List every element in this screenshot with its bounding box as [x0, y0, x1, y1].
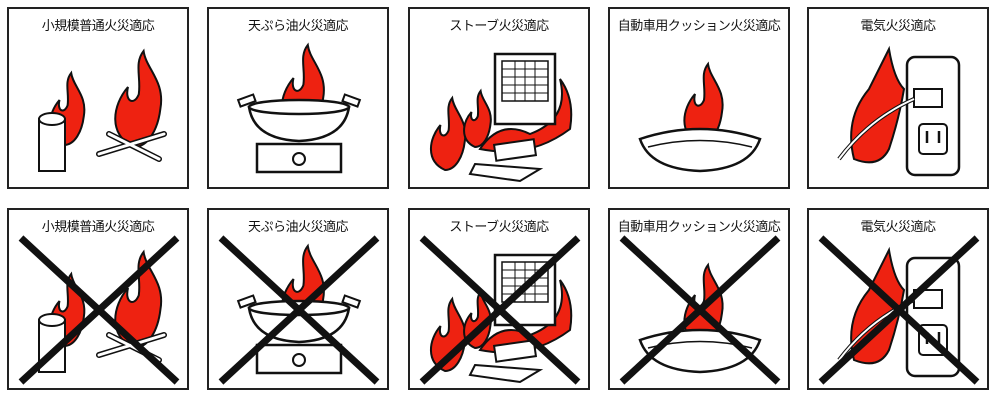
electric-fire-icon — [837, 45, 961, 177]
cushion-fire-icon — [619, 235, 781, 385]
fire-icon-cushion-not-suitable: 自動車用クッション火災適応 — [608, 208, 790, 390]
fire-class-label: 自動車用クッション火災適応 — [617, 220, 781, 235]
cushion-fire-icon — [638, 61, 762, 173]
fire-class-label: 自動車用クッション火災適応 — [617, 19, 781, 34]
fire-class-label: 小規模普通火災適応 — [41, 19, 155, 34]
ordinary-fire-icon — [18, 235, 180, 385]
fire-class-label: 天ぷら油火災適応 — [247, 220, 349, 235]
prohibited-cross-icon — [419, 235, 581, 385]
fire-class-label: ストーブ火災適応 — [449, 19, 549, 34]
ordinary-fire-icon — [38, 48, 167, 172]
oil-fire-icon — [218, 235, 380, 385]
fire-icon-electric-not-suitable: 電気火災適応 — [807, 208, 989, 390]
fire-icon-stove-not-suitable: ストーブ火災適応 — [408, 208, 590, 390]
prohibited-cross-icon — [818, 235, 980, 385]
prohibited-cross-icon — [619, 235, 781, 385]
stove-fire-icon — [429, 52, 573, 183]
fire-class-label: 天ぷら油火災適応 — [247, 19, 349, 34]
fire-class-label: 小規模普通火災適応 — [41, 220, 155, 235]
fire-class-label: 電気火災適応 — [860, 19, 936, 34]
fire-icon-ordinary-suitable: 小規模普通火災適応 — [7, 7, 189, 189]
fire-icon-stove-suitable: ストーブ火災適応 — [408, 7, 590, 189]
oil-fire-icon — [236, 42, 362, 174]
fire-icon-oil-suitable: 天ぷら油火災適応 — [207, 7, 389, 189]
prohibited-cross-icon — [218, 235, 380, 385]
stove-fire-icon — [419, 235, 581, 385]
prohibited-cross-icon — [18, 235, 180, 385]
fire-class-label: 電気火災適応 — [860, 220, 936, 235]
electric-fire-icon — [818, 235, 980, 385]
fire-icon-electric-suitable: 電気火災適応 — [807, 7, 989, 189]
fire-class-label: ストーブ火災適応 — [449, 220, 549, 235]
fire-icon-oil-not-suitable: 天ぷら油火災適応 — [207, 208, 389, 390]
fire-icon-ordinary-not-suitable: 小規模普通火災適応 — [7, 208, 189, 390]
fire-icon-cushion-suitable: 自動車用クッション火災適応 — [608, 7, 790, 189]
